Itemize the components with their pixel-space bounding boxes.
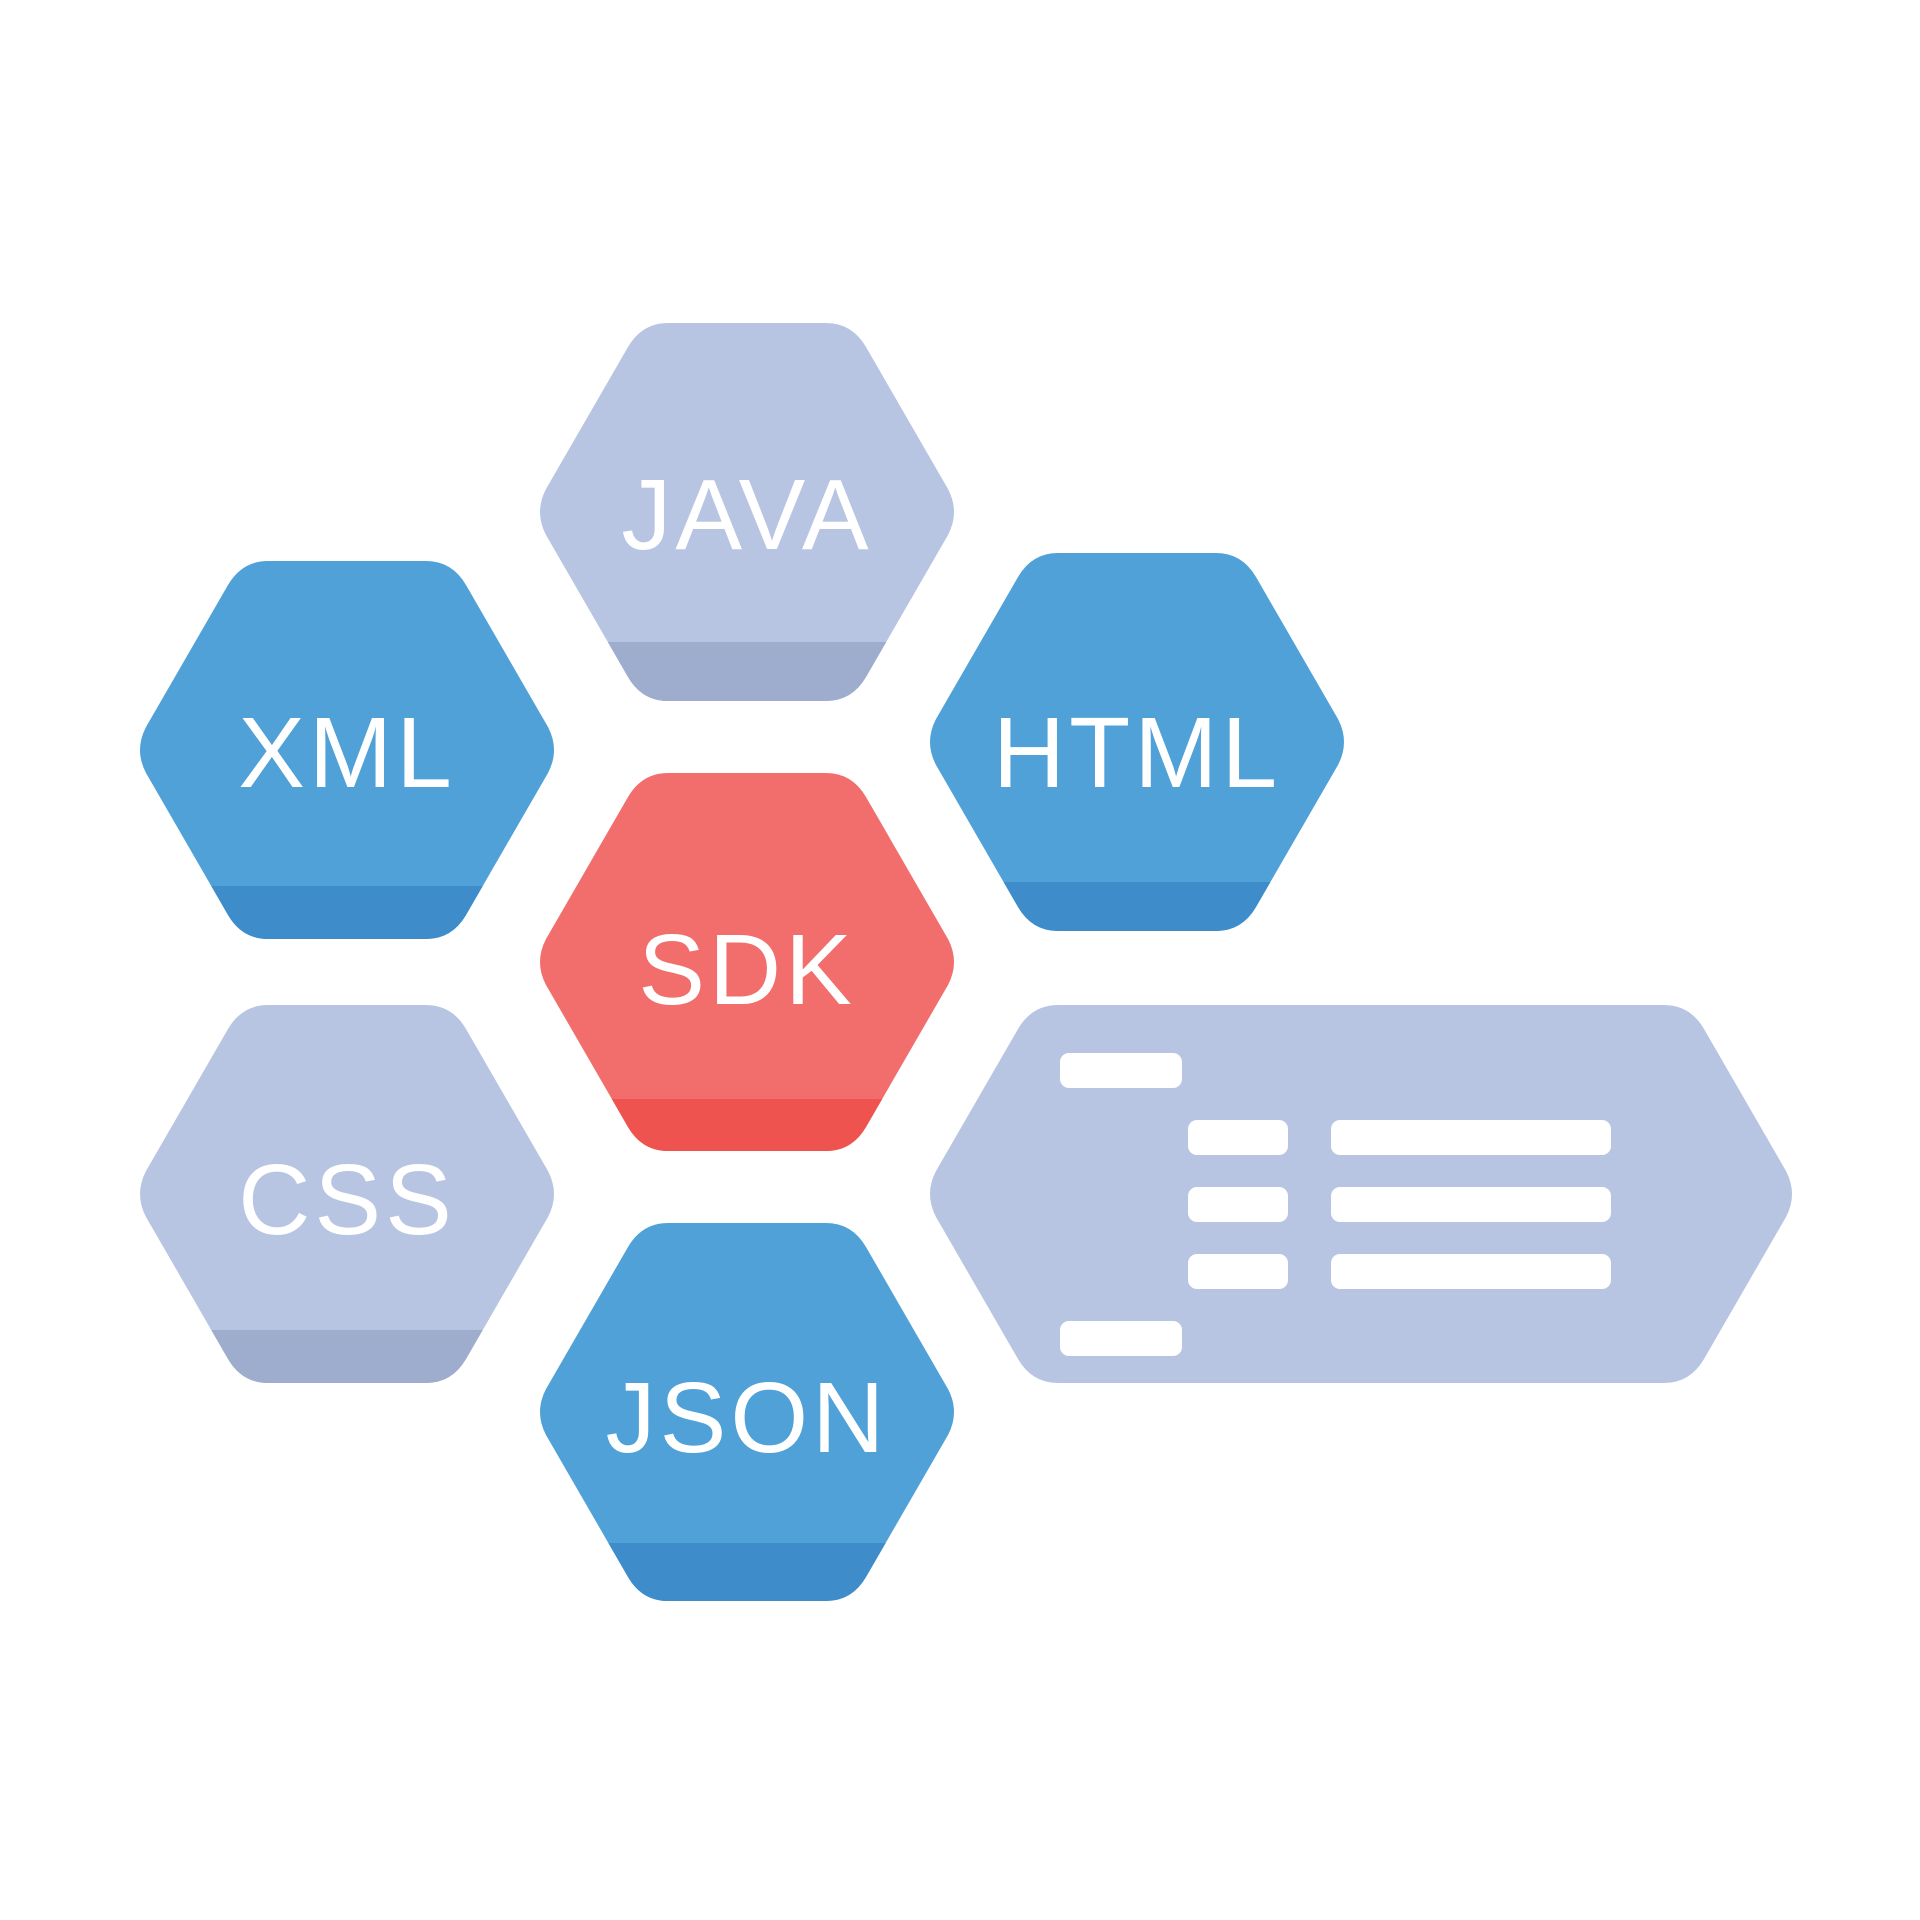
css-label: CSS bbox=[238, 1144, 456, 1256]
html-hexagon-fill bbox=[930, 553, 1344, 931]
code-line bbox=[1060, 1321, 1182, 1356]
code-line bbox=[1188, 1254, 1288, 1289]
sdk-hexagon-shade bbox=[540, 1099, 954, 1151]
json-label: JSON bbox=[606, 1362, 889, 1474]
xml-hexagon-shade bbox=[140, 886, 554, 939]
css-hexagon: CSS bbox=[140, 1005, 554, 1383]
java-hexagon-shade bbox=[540, 642, 954, 701]
json-hexagon: JSON bbox=[540, 1223, 954, 1601]
code-line bbox=[1331, 1120, 1611, 1155]
html-hexagon-shade bbox=[930, 882, 1344, 931]
code-line bbox=[1060, 1053, 1182, 1088]
json-hexagon-shade bbox=[540, 1543, 954, 1601]
java-label: JAVA bbox=[621, 459, 872, 571]
css-hexagon-shade bbox=[140, 1330, 554, 1383]
code-line bbox=[1331, 1254, 1611, 1289]
code-line bbox=[1331, 1187, 1611, 1222]
html-label: HTML bbox=[993, 697, 1281, 809]
java-hexagon: JAVA bbox=[540, 323, 954, 701]
sdk-hexagon-fill bbox=[540, 773, 954, 1151]
sdk-label: SDK bbox=[638, 914, 856, 1026]
code-panel bbox=[930, 1005, 1792, 1383]
html-hexagon: HTML bbox=[930, 553, 1344, 931]
code-line bbox=[1188, 1187, 1288, 1222]
xml-label: XML bbox=[238, 697, 456, 809]
xml-hexagon-fill bbox=[140, 561, 554, 939]
java-hexagon-fill bbox=[540, 323, 954, 701]
css-hexagon-fill bbox=[140, 1005, 554, 1383]
xml-hexagon: XML bbox=[140, 561, 554, 939]
code-line bbox=[1188, 1120, 1288, 1155]
sdk-hexagon: SDK bbox=[540, 773, 954, 1151]
json-hexagon-fill bbox=[540, 1223, 954, 1601]
code-lines-icon bbox=[1060, 1053, 1611, 1356]
